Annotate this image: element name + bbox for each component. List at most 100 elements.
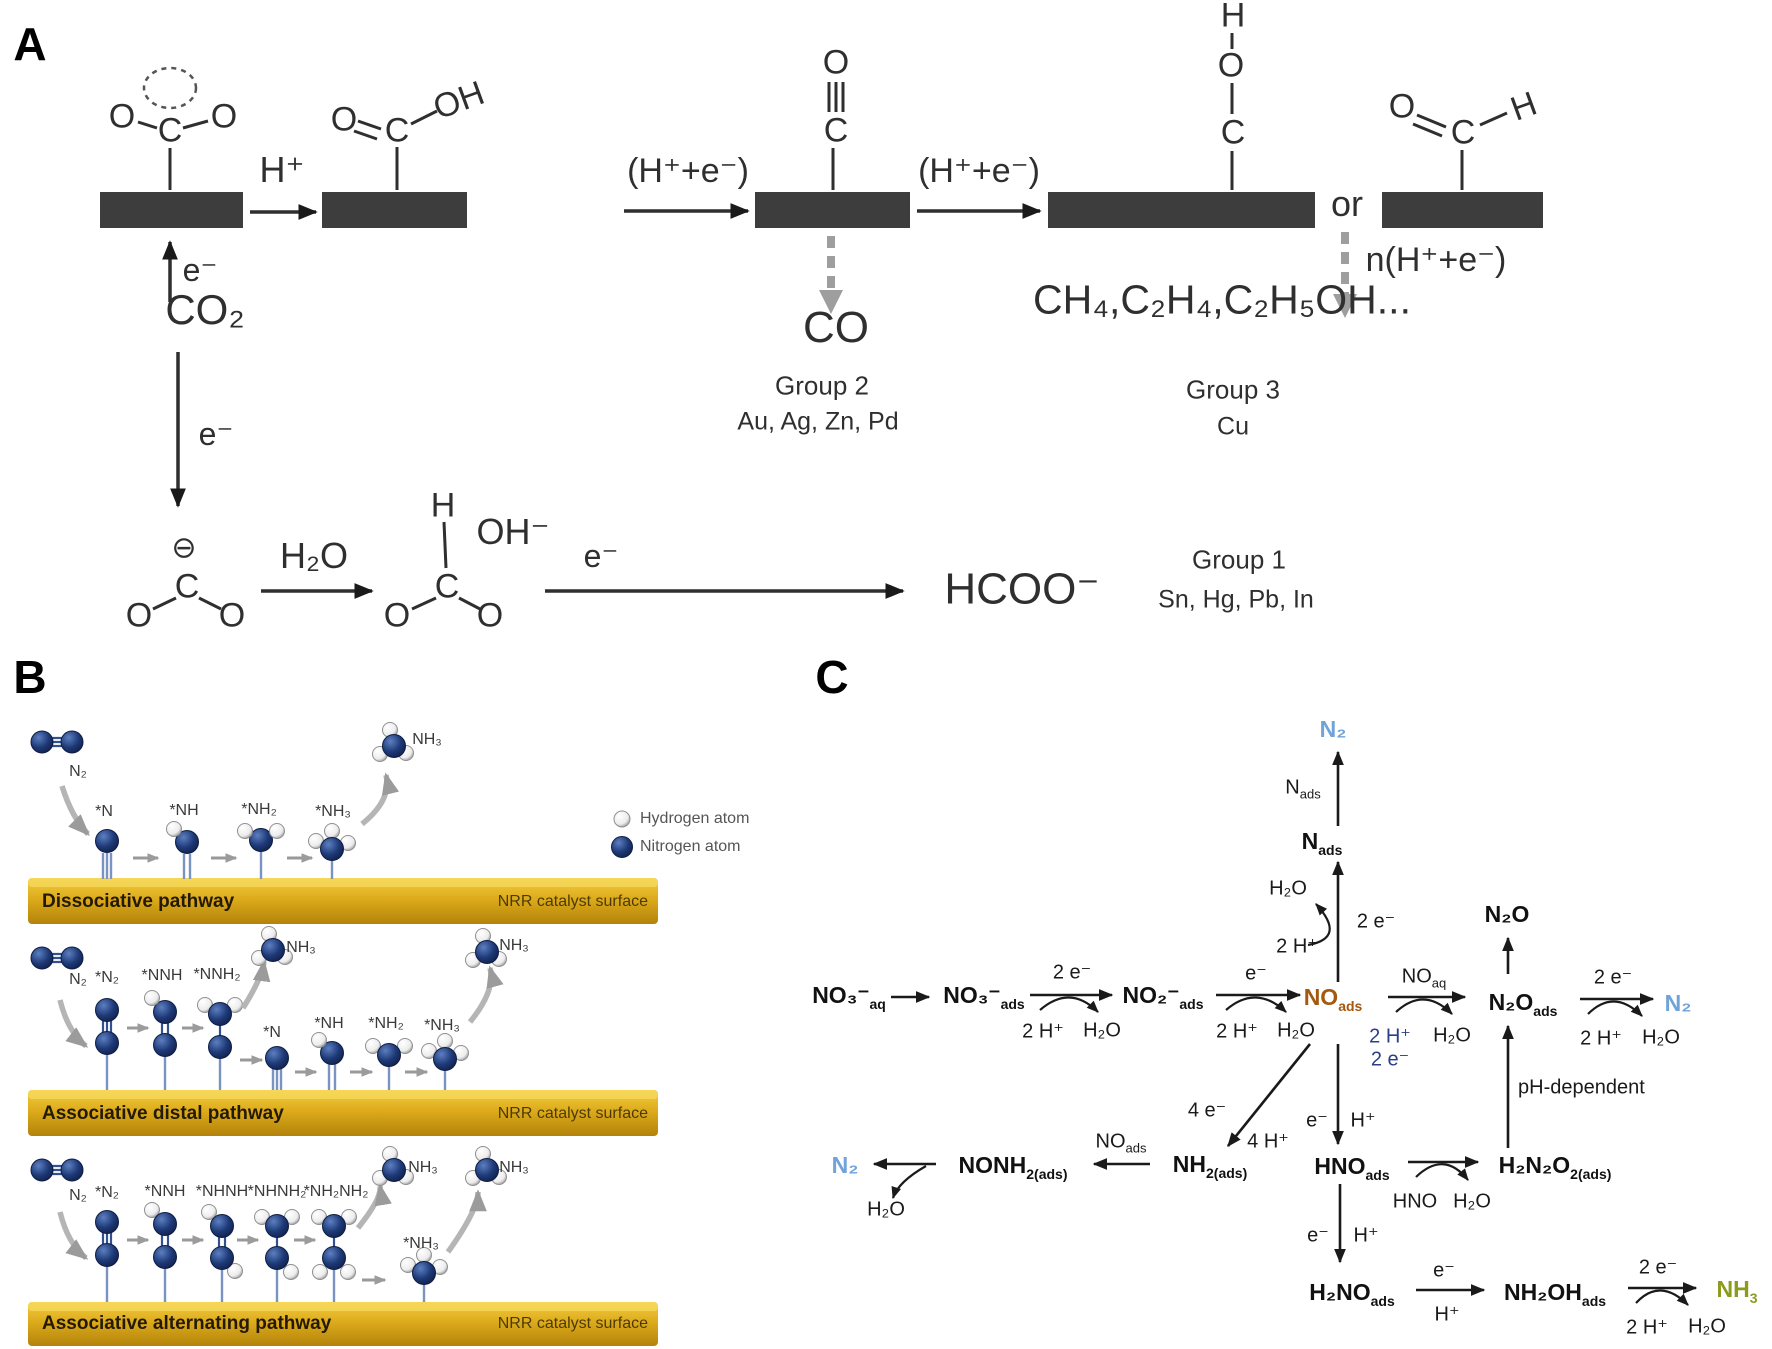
row1-exit-arrow bbox=[360, 772, 400, 827]
noads-arrow-label: NOads bbox=[1095, 1130, 1147, 1156]
panel-b-art bbox=[28, 722, 658, 1346]
row2-species-nh3 bbox=[421, 1033, 469, 1090]
row2-n-label: *N bbox=[263, 1024, 281, 1041]
species-n2-right: N₂ bbox=[1664, 990, 1692, 1017]
cho-adsorbed-structure bbox=[1412, 111, 1508, 190]
row2-nnh-label: *NNH bbox=[141, 967, 183, 984]
row1-entry-arrow bbox=[59, 785, 90, 836]
species-noads: NOads bbox=[1303, 984, 1363, 1014]
species-hnoads: HNOads bbox=[1314, 1153, 1390, 1183]
row2-nh-label: *NH bbox=[314, 1015, 344, 1032]
row3-nh3-molecule-2 bbox=[465, 1146, 507, 1186]
atom-c: C bbox=[384, 111, 410, 150]
electrode-slab-3 bbox=[755, 192, 910, 228]
atom-c: C bbox=[823, 111, 849, 150]
row1-n2-molecule bbox=[30, 730, 84, 754]
row2-nh3ads-label: *NH₃ bbox=[424, 1017, 460, 1034]
row2-nh3-product-label: NH₃ bbox=[286, 939, 316, 956]
water-label: H₂O bbox=[867, 1198, 905, 1221]
atom-o: O bbox=[822, 43, 850, 82]
row2-surface-label: NRR catalyst surface bbox=[497, 1105, 648, 1122]
atom-o: O bbox=[383, 596, 411, 635]
row1-nh3-label: *NH₃ bbox=[315, 803, 351, 820]
h-plus-arrow-label: H⁺ bbox=[259, 149, 305, 190]
row1-nh2-label: *NH₂ bbox=[241, 801, 277, 818]
row2-species-nh bbox=[311, 1032, 344, 1090]
row3-step-arrows bbox=[127, 1235, 387, 1285]
electron-label: e⁻ bbox=[1433, 1259, 1455, 1282]
row1-nh3-molecule bbox=[372, 722, 414, 762]
group1-metals: Sn, Hg, Pb, In bbox=[1158, 585, 1314, 614]
row3-species-nhnh2 bbox=[254, 1209, 300, 1302]
row1-title: Dissociative pathway bbox=[42, 891, 235, 912]
row2-nh3-product-label-2: NH₃ bbox=[499, 937, 529, 954]
electrode-slab-4 bbox=[1048, 192, 1315, 228]
row1-species-nh2 bbox=[237, 823, 285, 879]
electron-label: e⁻ bbox=[1245, 962, 1267, 985]
atom-c: C bbox=[1220, 113, 1246, 152]
hydrocarbon-products-label: CH₄,C₂H₄,C₂H₅OH... bbox=[1033, 276, 1411, 323]
oh-minus-label: OH⁻ bbox=[476, 511, 550, 552]
co2-radical-structure bbox=[152, 596, 222, 611]
row3-nh3ads-label: *NH₃ bbox=[403, 1235, 439, 1252]
water-label: H₂O bbox=[1083, 1019, 1121, 1042]
species-n2o: N₂O bbox=[1484, 901, 1530, 928]
row2-nnh2-label: *NNH₂ bbox=[193, 966, 241, 983]
species-no3aq: NO₃⁻aq bbox=[812, 982, 886, 1012]
row1-species-n bbox=[95, 829, 119, 879]
row2-title: Associative distal pathway bbox=[42, 1103, 284, 1124]
h-e-arrow-label: (H⁺+e⁻) bbox=[627, 152, 749, 190]
row2-exit-arrow-1 bbox=[240, 959, 271, 1010]
row2-exit-arrow-2 bbox=[467, 965, 504, 1024]
species-h2noads: H₂NOads bbox=[1309, 1279, 1395, 1309]
group2-label: Group 2 bbox=[775, 370, 869, 401]
n-h-e-arrow-label: n(H⁺+e⁻) bbox=[1365, 241, 1507, 279]
water-label: H₂O bbox=[1269, 877, 1307, 900]
proton-label: H⁺ bbox=[1350, 1109, 1376, 1132]
row2-entry-arrow bbox=[57, 999, 89, 1049]
atom-c: C bbox=[157, 111, 183, 150]
atom-o: O bbox=[476, 596, 504, 635]
row3-surface-label: NRR catalyst surface bbox=[497, 1315, 648, 1332]
electron-label: e⁻ bbox=[182, 252, 218, 288]
charge-symbol: ⊖ bbox=[171, 531, 197, 565]
row2-nh3-molecule-2 bbox=[465, 928, 507, 968]
species-nads: Nads bbox=[1301, 828, 1343, 858]
legend-hydrogen-label: Hydrogen atom bbox=[640, 810, 750, 827]
h2o-arrow-label: H₂O bbox=[280, 535, 348, 576]
two-proton-label-navy: 2 H⁺ bbox=[1369, 1025, 1411, 1048]
cooh-adsorbed-structure bbox=[353, 109, 438, 190]
electron-label: e⁻ bbox=[198, 416, 234, 452]
formate-product-label: HCOO⁻ bbox=[944, 564, 1100, 614]
panel-c-arrows bbox=[872, 750, 1698, 1306]
panel-a-arrows bbox=[162, 203, 1042, 599]
legend-hydrogen-ball bbox=[613, 810, 631, 828]
electrode-slab-2 bbox=[322, 192, 467, 228]
row3-entry-arrow bbox=[57, 1211, 89, 1261]
species-no2ads: NO₂⁻ads bbox=[1122, 982, 1204, 1012]
two-proton-label: 2 H⁺ bbox=[1276, 935, 1318, 958]
row3-species-nh3 bbox=[400, 1247, 448, 1302]
row2-n2ads-label: *N₂ bbox=[95, 969, 119, 986]
row2-n2-molecule bbox=[30, 946, 84, 970]
electrode-slab-5 bbox=[1382, 192, 1543, 228]
water-label: H₂O bbox=[1277, 1019, 1315, 1042]
two-proton-label: 2 H⁺ bbox=[1022, 1020, 1064, 1043]
row1-surface-label: NRR catalyst surface bbox=[497, 893, 648, 910]
two-electron-label: 2 e⁻ bbox=[1052, 961, 1092, 984]
row3-nhnh-label: *NHNH bbox=[195, 1183, 249, 1200]
legend-nitrogen-label: Nitrogen atom bbox=[640, 838, 741, 855]
row3-exit-arrow-2 bbox=[445, 1189, 487, 1254]
row2-species-nnh bbox=[144, 990, 177, 1090]
panel-a-label: A bbox=[13, 18, 47, 70]
co-adsorbed-structure bbox=[827, 82, 845, 190]
row3-n2ads-label: *N₂ bbox=[95, 1184, 119, 1201]
row1-nh3-product-label: NH₃ bbox=[412, 731, 442, 748]
species-h2n2o2ads: H₂N₂O2(ads) bbox=[1498, 1152, 1612, 1182]
row3-nh3-product-label: NH₃ bbox=[408, 1159, 438, 1176]
water-label: H₂O bbox=[1688, 1315, 1726, 1338]
row3-species-nh2nh2 bbox=[311, 1209, 357, 1302]
row3-exit-arrow-1 bbox=[355, 1183, 392, 1230]
nads-flow-label: Nads bbox=[1285, 776, 1321, 802]
